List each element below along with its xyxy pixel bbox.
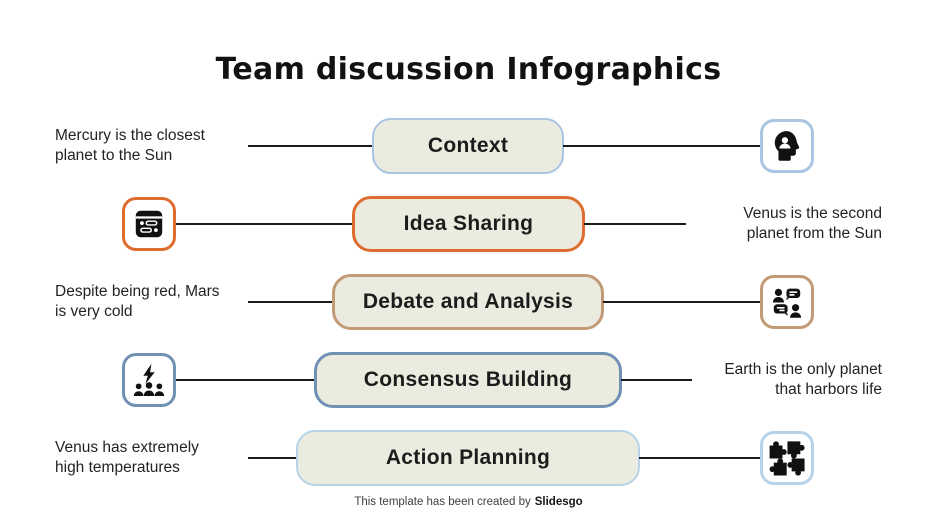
connector-line: [248, 301, 332, 303]
stage-label: Context: [427, 134, 509, 157]
stage-pill-consensus-building: Consensus Building: [314, 352, 622, 408]
connector-line: [603, 301, 760, 303]
note-venus-temp: Venus has extremely high temperatures: [55, 438, 199, 476]
stage-label: Action Planning: [385, 446, 551, 469]
note-mars: Despite being red, Mars is very cold: [55, 282, 220, 320]
puzzle-pieces-icon: [760, 431, 814, 485]
stage-label: Consensus Building: [363, 368, 573, 391]
stage-pill-idea-sharing: Idea Sharing: [352, 196, 585, 252]
stage-pill-action-planning: Action Planning: [296, 430, 640, 486]
people-discussion-icon: [760, 275, 814, 329]
stage-pill-context: Context: [372, 118, 564, 174]
connector-line: [248, 457, 296, 459]
footer-text: This template has been created by: [354, 496, 531, 508]
note-earth: Earth is the only planet that harbors li…: [724, 360, 882, 398]
stage-pill-debate-analysis: Debate and Analysis: [332, 274, 604, 330]
connector-line: [639, 457, 760, 459]
connector-line: [176, 223, 352, 225]
connector-line: [584, 223, 686, 225]
connector-line: [248, 145, 372, 147]
head-user-icon: [760, 119, 814, 173]
chat-window-icon: [122, 197, 176, 251]
connector-line: [176, 379, 314, 381]
footer-brand: Slidesgo: [534, 496, 583, 508]
stage-label: Debate and Analysis: [362, 290, 574, 313]
note-venus-second: Venus is the second planet from the Sun: [743, 204, 882, 242]
connector-line: [563, 145, 760, 147]
connector-line: [621, 379, 692, 381]
page-title: Team discussion Infographics: [215, 52, 722, 87]
note-mercury: Mercury is the closest planet to the Sun: [55, 126, 205, 164]
team-lightning-icon: [122, 353, 176, 407]
stage-label: Idea Sharing: [403, 212, 534, 235]
